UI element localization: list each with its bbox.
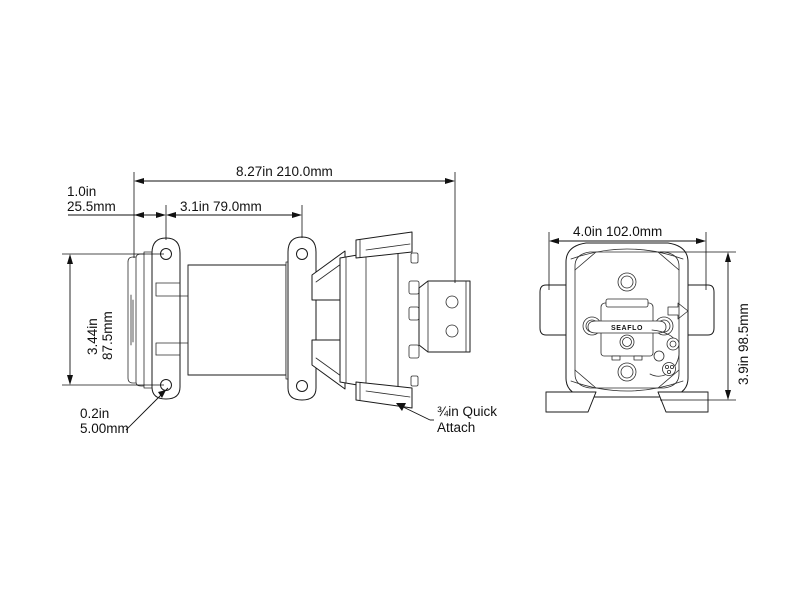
pressure-switch-cover — [600, 298, 654, 361]
front-view-width-label: 4.0in 102.0mm — [573, 224, 662, 239]
side-view-height-dimension: 3.44in 87.5mm — [62, 253, 164, 386]
mount-offset-line2: 25.5mm — [67, 199, 116, 214]
mount-offset-line1: 1.0in — [67, 184, 96, 199]
motor-body — [187, 261, 294, 380]
mount-hole-spacing-dimension: 3.1in 79.0mm — [165, 199, 303, 240]
overall-length-dimension: 8.27in 210.0mm — [133, 164, 456, 283]
quick-attach-line2: Attach — [437, 420, 475, 435]
pump-head-bolt-bosses — [408, 252, 420, 387]
flow-direction-arrow — [667, 302, 689, 320]
pump-head-body — [339, 231, 413, 409]
front-view-height-dimension: 3.9in 98.5mm — [660, 251, 751, 401]
left-mounting-bracket — [151, 237, 191, 400]
mount-offset-dimension: 1.0in 25.5mm — [67, 184, 166, 218]
side-elevation-view — [127, 231, 471, 409]
side-view-height-line1: 3.44in — [85, 318, 100, 355]
seaflo-logo-text: SEAFLO — [611, 325, 643, 332]
mount-hole-spacing-label: 3.1in 79.0mm — [180, 199, 262, 214]
quick-attach-line1: ¾in Quick — [437, 404, 497, 419]
hole-diameter-line1: 0.2in — [80, 406, 109, 421]
hole-diameter-line2: 5.00mm — [80, 421, 129, 436]
quick-attach-port — [418, 280, 471, 353]
middle-mounting-bracket — [287, 236, 317, 401]
front-end-view: SEAFLO — [539, 242, 715, 413]
overall-length-label: 8.27in 210.0mm — [236, 164, 333, 179]
front-view-width-dimension: 4.0in 102.0mm — [548, 224, 707, 290]
quick-attach-port-callout: ¾in Quick Attach — [396, 403, 497, 435]
wiring-lug-plate — [649, 329, 680, 377]
mounting-hole-diameter-dimension: 0.2in 5.00mm — [80, 387, 169, 436]
front-view-height-label: 3.9in 98.5mm — [736, 303, 751, 385]
seaflo-logo-badge: SEAFLO — [587, 320, 667, 334]
side-view-height-line2: 87.5mm — [100, 311, 115, 360]
